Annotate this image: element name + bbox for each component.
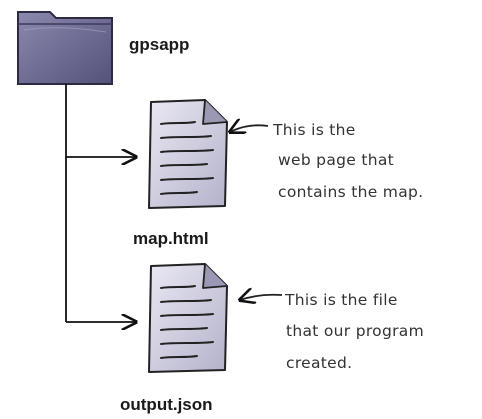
note-line: This is the — [272, 121, 356, 139]
note-line: contains the map. — [278, 183, 423, 201]
note-arrow-map-html — [230, 125, 269, 132]
file-label-output-json: output.json — [120, 395, 213, 414]
annotation-output-json: This is the file that our program create… — [284, 291, 424, 372]
note-arrow-output-json — [240, 295, 283, 300]
annotation-map-html: This is the web page that contains the m… — [272, 121, 423, 201]
folder-label: gpsapp — [129, 35, 189, 54]
note-line: that our program — [286, 322, 424, 340]
tree-connectors — [65, 84, 136, 322]
folder-icon — [17, 11, 113, 85]
note-line: web page that — [278, 151, 394, 169]
document-icon — [148, 263, 228, 373]
note-line: created. — [286, 354, 352, 372]
document-icon — [148, 99, 228, 209]
note-line: This is the file — [284, 291, 398, 309]
file-label-map-html: map.html — [133, 229, 209, 248]
